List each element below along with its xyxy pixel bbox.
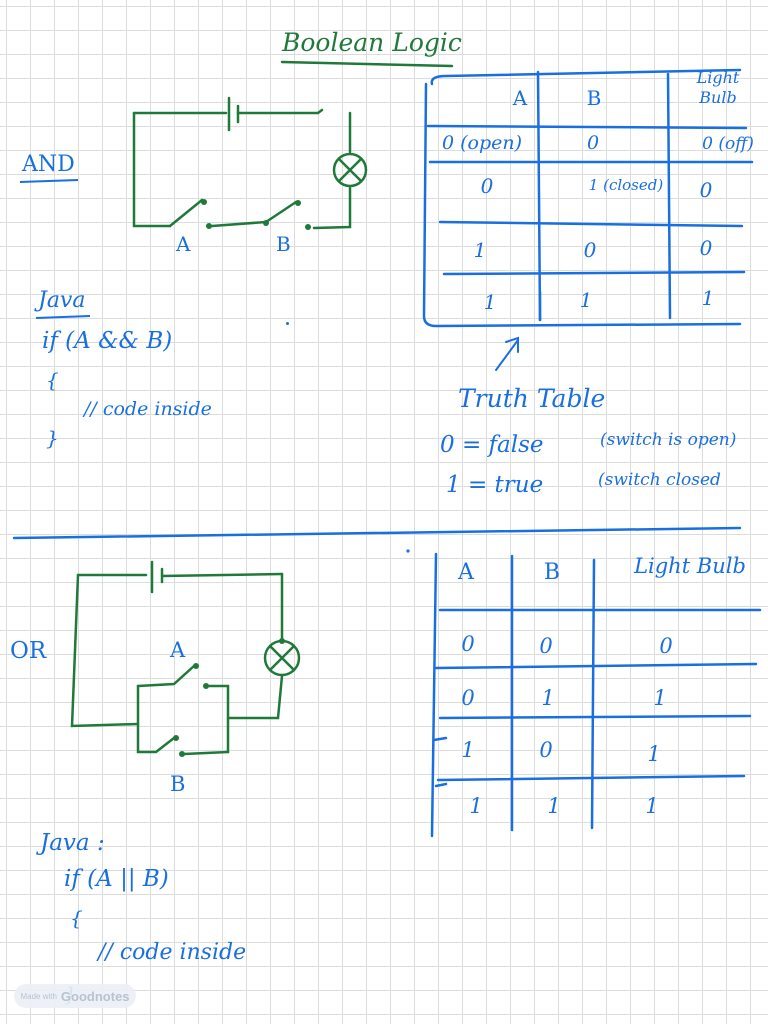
or-row2-bulb: 1 — [653, 686, 667, 710]
or-row1-bulb: 0 — [659, 634, 673, 658]
and-label: AND — [22, 152, 75, 177]
and-java-label: Java — [38, 288, 86, 313]
and-table-header-bulb: Light Bulb — [696, 68, 740, 107]
or-switch-a-label: A — [170, 638, 186, 662]
and-table-header-b: B — [586, 86, 602, 110]
or-row4-b: 1 — [547, 794, 561, 818]
and-row1-b: 0 — [586, 132, 600, 154]
legend-true-note: (switch closed — [598, 470, 721, 490]
or-row3-bulb: 1 — [647, 742, 661, 766]
and-code-line-2: { — [46, 368, 59, 392]
or-row2-a: 0 — [461, 686, 475, 710]
or-label: OR — [10, 638, 47, 664]
and-row3-a: 1 — [473, 238, 487, 262]
legend-false-note: (switch is open) — [600, 430, 737, 450]
and-row1-a: 0 (open) — [441, 132, 523, 154]
and-row2-bulb: 0 — [699, 178, 713, 202]
or-table-header-b: B — [543, 560, 561, 585]
or-java-label: Java : — [40, 830, 105, 856]
and-row3-b: 0 — [583, 238, 597, 262]
or-table-header-bulb: Light Bulb — [634, 554, 746, 578]
truth-table-caption: Truth Table — [458, 384, 606, 413]
goodnotes-watermark: Made with Goodnotes — [14, 984, 136, 1008]
and-switch-b-label: B — [276, 232, 291, 256]
and-code-line-3: // code inside — [84, 398, 212, 420]
or-row3-b: 0 — [539, 738, 553, 762]
or-code-line-2: { — [70, 906, 83, 930]
or-row4-a: 1 — [469, 794, 483, 818]
and-code-line-1: if (A && B) — [42, 328, 173, 354]
and-row3-bulb: 0 — [699, 236, 713, 260]
or-table-header-a: A — [458, 560, 474, 585]
page-title: Boolean Logic — [282, 28, 462, 57]
or-row1-a: 0 — [461, 632, 475, 656]
and-row1-bulb: 0 (off) — [702, 134, 754, 154]
and-table-header-a: A — [512, 86, 528, 110]
and-switch-a-label: A — [176, 232, 191, 256]
or-code-line-1: if (A || B) — [64, 866, 169, 892]
or-code-line-3: // code inside — [98, 940, 247, 965]
watermark-brand: Goodnotes — [60, 988, 130, 1004]
and-row2-a: 0 — [480, 174, 494, 198]
watermark-made-with: Made with — [20, 991, 57, 1001]
or-switch-b-label: B — [170, 772, 186, 796]
and-row4-a: 1 — [483, 290, 497, 314]
ink-dot — [286, 322, 289, 325]
and-row4-bulb: 1 — [701, 286, 715, 310]
and-code-line-4: } — [46, 426, 59, 450]
legend-true-value: 1 = true — [446, 472, 544, 498]
and-row2-b: 1 (closed) — [588, 176, 664, 194]
or-row3-a: 1 — [461, 738, 475, 762]
and-row4-b: 1 — [579, 288, 593, 312]
or-row2-b: 1 — [541, 686, 555, 710]
or-row1-b: 0 — [539, 634, 553, 658]
or-row4-bulb: 1 — [645, 794, 659, 818]
legend-false-value: 0 = false — [440, 432, 544, 458]
